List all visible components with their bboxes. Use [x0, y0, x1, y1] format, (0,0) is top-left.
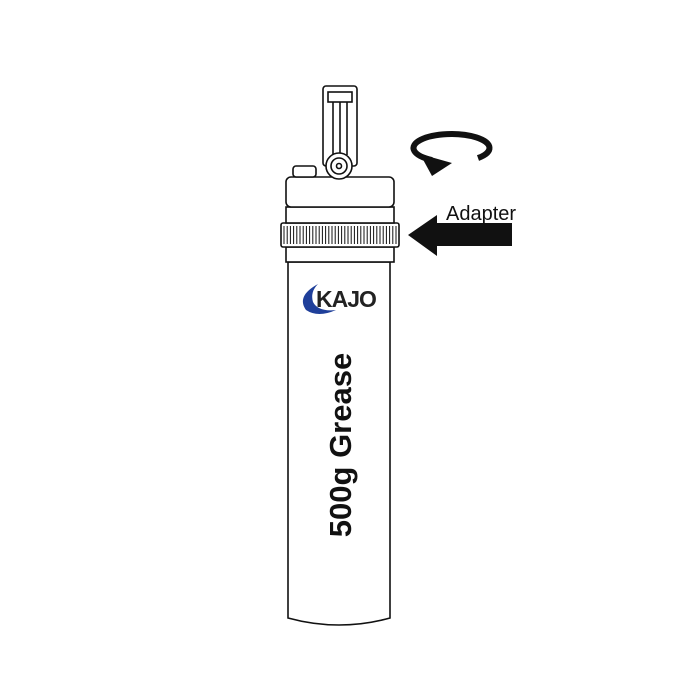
adapter-upper-band — [285, 206, 395, 224]
cap-body — [285, 176, 395, 208]
kajo-logo: KAJO — [302, 284, 377, 314]
rotate-arrow-icon — [410, 130, 493, 176]
product-label: 500g Grease — [323, 353, 358, 537]
adapter-arrow-icon — [408, 215, 512, 256]
cap-button — [292, 165, 317, 178]
cartridge-tube — [287, 261, 391, 626]
coupler-head — [327, 91, 353, 103]
adapter-label: Adapter — [446, 203, 516, 225]
adapter-knurled-ring — [280, 222, 400, 248]
adapter-lower-band — [285, 246, 395, 263]
brand-text: KAJO — [316, 286, 376, 312]
knurl-lines — [283, 226, 397, 244]
